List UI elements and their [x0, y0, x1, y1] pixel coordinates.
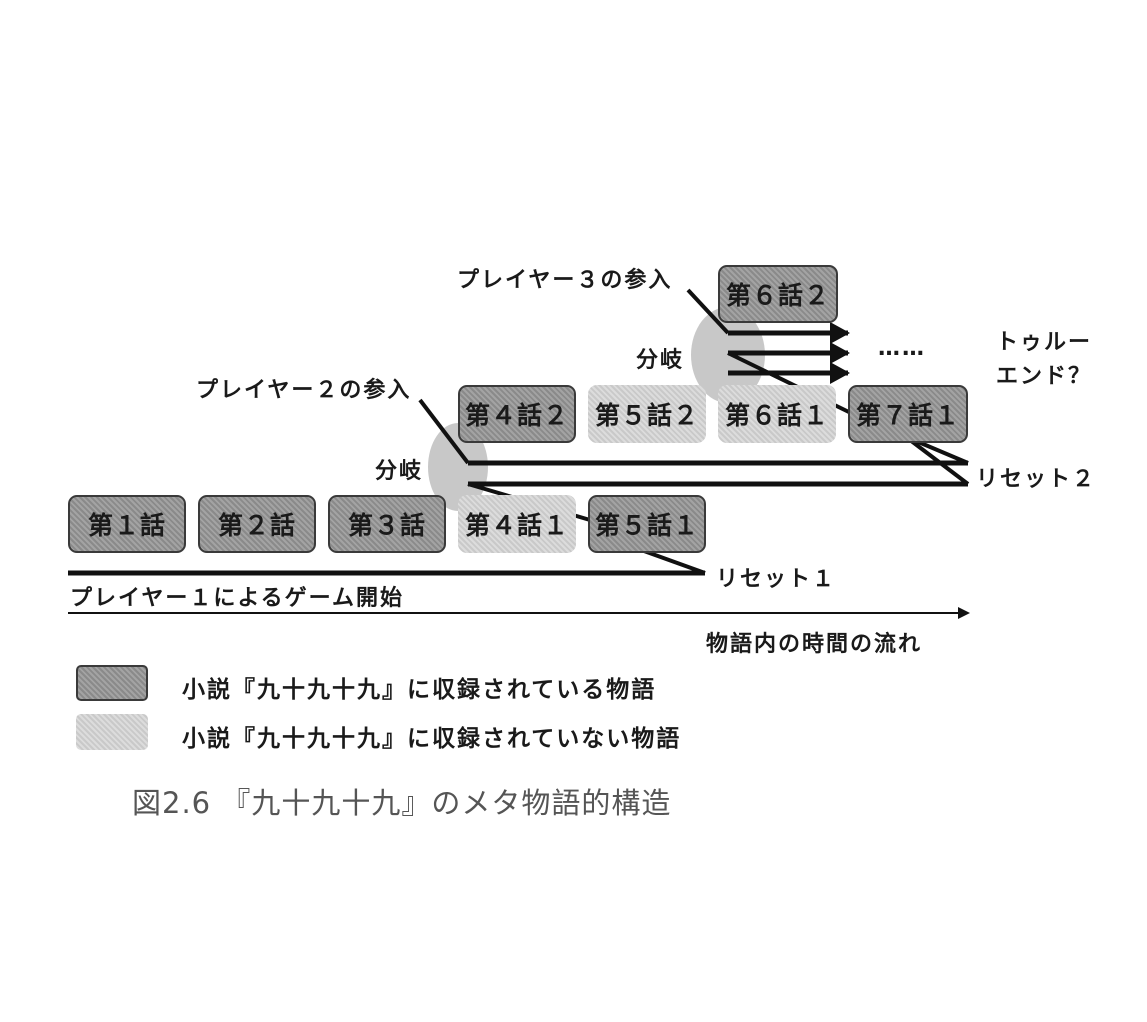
time-axis-label: 物語内の時間の流れ: [706, 632, 923, 657]
legend-included-text: 小説『九十九十九』に収録されている物語: [182, 677, 657, 703]
player1-start-label: プレイヤー１によるゲーム開始: [70, 586, 405, 611]
true-end-label-line1: トゥルー: [996, 330, 1093, 355]
player2-join-label: プレイヤー２の参入: [196, 378, 412, 403]
legend-swatch-excluded: [76, 714, 148, 750]
player2-pointer: [418, 398, 470, 465]
episode-box-6-2: 第６話２: [718, 265, 838, 323]
reset2-label: リセット２: [976, 467, 1097, 492]
figure-caption: 図2.6 『九十九十九』のメタ物語的構造: [132, 786, 672, 820]
episode-box-4-1: 第４話１: [458, 495, 576, 553]
player3-join-label: プレイヤー３の参入: [457, 268, 673, 293]
reset2-diagonal-b: [908, 438, 970, 486]
ellipsis-label: ……: [878, 336, 926, 361]
branch-blob-1: [428, 423, 488, 511]
episode-box-5-2: 第５話２: [588, 385, 706, 443]
episode-box-5-1: 第５話１: [588, 495, 706, 553]
branch-label-2: 分岐: [636, 348, 685, 373]
episode-box-4-2: 第４話２: [458, 385, 576, 443]
true-end-label-line2: エンド？: [996, 364, 1093, 389]
reset1-label: リセット１: [716, 567, 837, 592]
legend-excluded-text: 小説『九十九十九』に収録されていない物語: [182, 726, 682, 752]
episode-box-6-1: 第６話１: [718, 385, 836, 443]
branch-label-1: 分岐: [375, 459, 424, 484]
player3-pointer: [686, 288, 730, 335]
episode-box-3: 第３話: [328, 495, 446, 553]
episode-box-2: 第２話: [198, 495, 316, 553]
episode-box-7-1: 第７話１: [848, 385, 968, 443]
episode-box-1: 第１話: [68, 495, 186, 553]
legend-swatch-included: [76, 665, 148, 701]
